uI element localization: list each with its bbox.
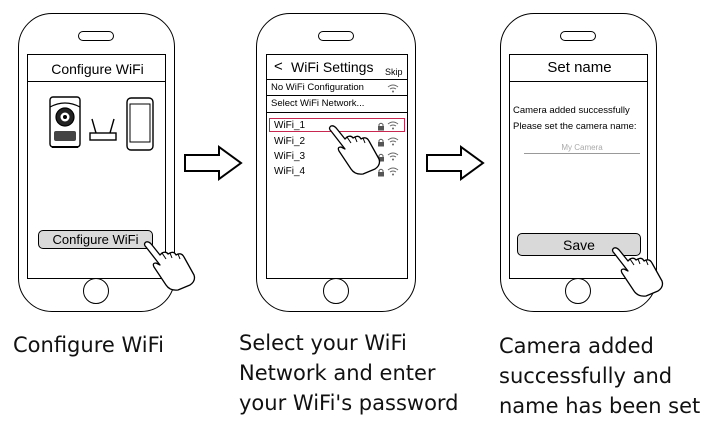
hand-pointer-icon [611, 247, 664, 297]
router-icon [89, 118, 117, 141]
phone-2: < WiFi Settings Skip No WiFi Configurati… [256, 13, 416, 312]
screen-title: WiFi Settings [291, 59, 374, 75]
caption-line: Camera added [499, 334, 654, 358]
phone-3: Set name Camera added successfully Pleas… [500, 13, 664, 312]
wifi-icon [387, 167, 399, 176]
hand-pointer-icon [328, 125, 381, 175]
phone-screen: Configure WiFi Configure WiFi [27, 54, 196, 291]
divider [267, 79, 407, 80]
phone-speaker [560, 31, 596, 41]
network-name[interactable]: WiFi_3 [274, 151, 306, 162]
back-button[interactable]: < [274, 58, 283, 75]
phone-icon [126, 97, 154, 151]
divider [28, 81, 165, 82]
network-name[interactable]: WiFi_4 [274, 166, 306, 177]
screen-title: Set name [547, 59, 612, 76]
screen-title: Configure WiFi [51, 61, 144, 77]
caption-line: Configure WiFi [13, 333, 164, 357]
arrow-right-icon [426, 145, 485, 181]
lock-icon [378, 153, 384, 162]
caption-line: Network and enter [239, 361, 436, 385]
home-button [323, 278, 349, 304]
wifi-icon [387, 84, 399, 93]
select-wifi-network-item[interactable]: Select WiFi Network... [271, 98, 365, 109]
success-message: Camera added successfully [513, 105, 630, 116]
arrow-right-icon [184, 145, 243, 181]
save-button[interactable]: Save [517, 233, 641, 256]
home-button [565, 278, 591, 304]
lock-icon [378, 122, 384, 131]
wifi-icon [387, 121, 399, 130]
home-button [83, 278, 109, 304]
camera-icon [49, 96, 81, 148]
skip-button[interactable]: Skip [385, 67, 403, 77]
lock-icon [378, 138, 384, 147]
divider [510, 81, 647, 82]
step-3-caption: Camera added successfully and name has b… [499, 331, 700, 421]
network-name[interactable]: WiFi_1 [274, 120, 306, 131]
phone-screen: Set name Camera added successfully Pleas… [509, 54, 664, 297]
button-label: Configure WiFi [52, 232, 139, 247]
lock-icon [378, 168, 384, 177]
camera-name-input[interactable]: My Camera [524, 143, 640, 154]
phone-screen: < WiFi Settings Skip No WiFi Configurati… [266, 54, 408, 279]
no-wifi-configuration-item[interactable]: No WiFi Configuration [271, 82, 364, 93]
name-prompt: Please set the camera name: [513, 121, 637, 132]
button-label: Save [563, 236, 595, 253]
configure-wifi-button[interactable]: Configure WiFi [38, 230, 153, 249]
caption-line: Select your WiFi [239, 331, 407, 355]
step-1-caption: Configure WiFi [13, 330, 164, 360]
wifi-icon [387, 137, 399, 146]
divider [267, 95, 407, 96]
hand-pointer-icon [143, 241, 196, 291]
phone-1: Configure WiFi Configure WiFi [18, 13, 196, 312]
step-2-caption: Select your WiFi Network and enter your … [239, 328, 459, 418]
caption-line: successfully and [499, 364, 673, 388]
phone-speaker [78, 31, 114, 41]
wifi-icon [387, 152, 399, 161]
network-name[interactable]: WiFi_2 [274, 136, 306, 147]
divider [267, 112, 407, 113]
caption-line: name has been set [499, 394, 701, 418]
caption-line: your WiFi's password [239, 391, 459, 415]
phone-speaker [318, 31, 354, 41]
